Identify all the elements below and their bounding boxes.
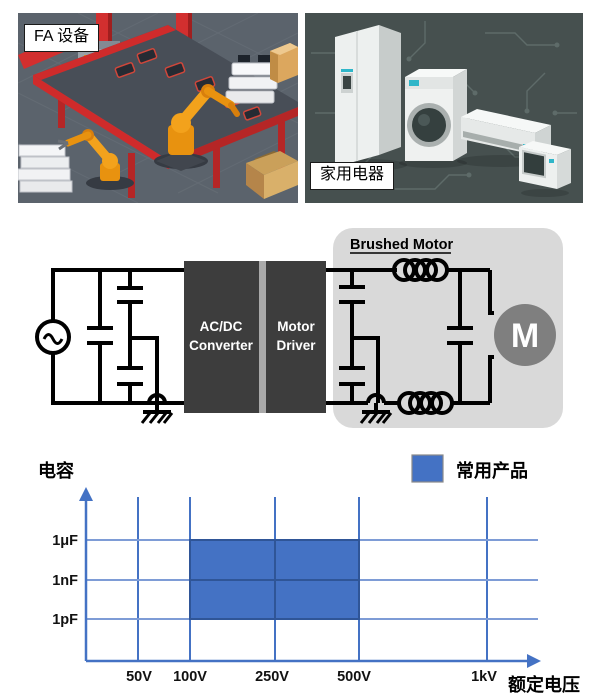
x-axis-title: 额定电压 (508, 674, 580, 695)
x-tick-500v: 500V (337, 669, 371, 685)
cardboard-box-top (270, 43, 298, 83)
fa-equipment-label: FA 设备 (24, 24, 100, 52)
y-capacitors-icon (117, 270, 159, 403)
robot-arm-large-icon (154, 84, 240, 171)
acdc-label-line2: Converter (189, 338, 254, 353)
wire-top-right (447, 268, 494, 315)
wire-top-left (51, 268, 184, 321)
acdc-converter-box (184, 261, 259, 413)
wire-bottom-right (452, 355, 494, 405)
ground-hatch-right (359, 412, 393, 424)
y-axis-title: 电容 (38, 460, 74, 481)
y-capacitors-right-icon (339, 270, 380, 403)
y-tick-1nf: 1nF (52, 573, 78, 589)
y-tick-labels: 1μF 1nF 1pF (52, 533, 78, 628)
fa-equipment-illustration: FA 设备 (18, 13, 298, 203)
x-tick-labels: 50V 100V 250V 500V 1kV (126, 669, 497, 685)
motor-driver-box (266, 261, 326, 413)
microwave (519, 141, 571, 189)
conveyor-belt (33, 25, 298, 198)
legend-swatch (411, 454, 444, 483)
home-appliances-label: 家用电器 (310, 162, 395, 190)
ground-hook-right (366, 393, 386, 404)
inductor-top-icon (392, 258, 449, 282)
brushed-motor-title: Brushed Motor (350, 237, 453, 253)
motor-capacitor-icon (447, 270, 473, 403)
motor-symbol-label: M (511, 317, 539, 355)
axes (84, 499, 529, 663)
x-tick-100v: 100V (173, 669, 207, 685)
washing-machine (405, 69, 467, 161)
capacitance-voltage-chart: 电容 常用产品 50V 100V 250V 500V 1kV 1μF 1nF 1… (38, 454, 580, 695)
x-capacitor-icon (87, 270, 113, 403)
wire-bottom-left (51, 353, 184, 405)
circuit-wires (35, 258, 494, 424)
ground-icon (143, 403, 171, 414)
sine-wave-icon (42, 333, 64, 345)
driver-label-line2: Driver (276, 338, 316, 353)
acdc-label-line1: AC/DC (200, 319, 243, 334)
refrigerator (335, 25, 401, 167)
ground-hook-left (147, 393, 167, 404)
x-tick-250v: 250V (255, 669, 289, 685)
legend-label: 常用产品 (456, 460, 528, 481)
tray-stack-left (18, 144, 73, 193)
ground-hatch-left (140, 412, 174, 424)
box-separator (259, 261, 266, 413)
driver-label-line1: Motor (277, 319, 315, 334)
cardboard-box-open (246, 151, 298, 199)
home-appliances-illustration: 家用电器 (305, 13, 583, 203)
robot-arm-small-icon (57, 129, 134, 190)
y-tick-1pf: 1pF (52, 612, 78, 628)
x-tick-50v: 50V (126, 669, 152, 685)
y-tick-1uf: 1μF (52, 533, 78, 549)
y-axis-arrow-icon (79, 487, 93, 501)
ground-icon-2 (362, 403, 390, 414)
x-axis-arrow-icon (527, 654, 541, 668)
air-conditioner (461, 109, 551, 155)
circuit-diagram: AC/DC Converter Motor Driver Brushed Mot… (35, 228, 563, 428)
motor-icon (494, 304, 556, 366)
microwave-shadow (521, 189, 569, 197)
x-tick-1kv: 1kV (471, 669, 497, 685)
highlight-inner-gridlines (190, 540, 359, 619)
